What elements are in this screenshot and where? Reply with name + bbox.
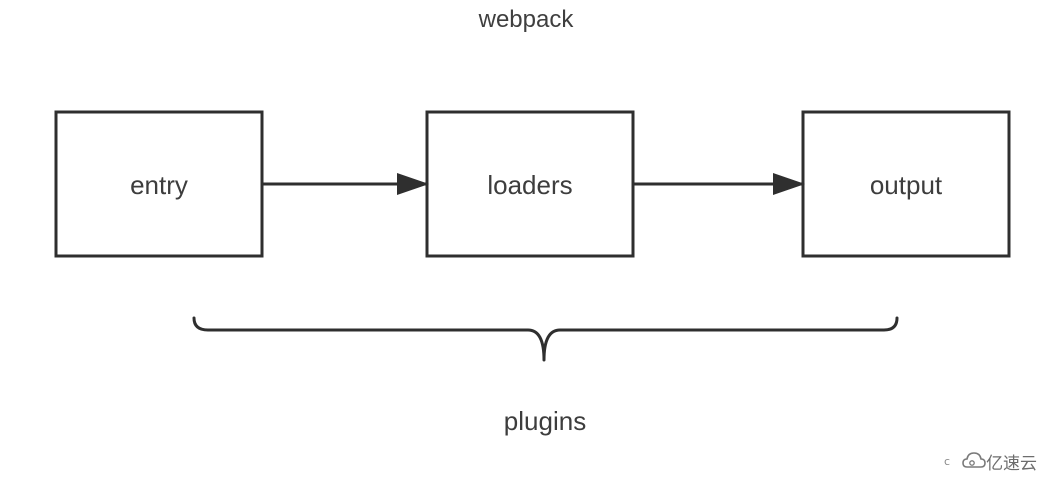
watermark-text: 亿速云 (986, 453, 1038, 474)
plugins-brace (192, 316, 899, 362)
entry-label: entry (130, 170, 188, 200)
watermark: c 亿速云 (944, 448, 1037, 474)
plugins-label: plugins (503, 406, 587, 436)
watermark-cloud-icon (962, 452, 986, 468)
loaders-label: loaders (487, 170, 573, 200)
diagram-title: webpack (478, 6, 574, 33)
output-label: output (869, 170, 943, 200)
watermark-prefix: c (944, 454, 951, 468)
